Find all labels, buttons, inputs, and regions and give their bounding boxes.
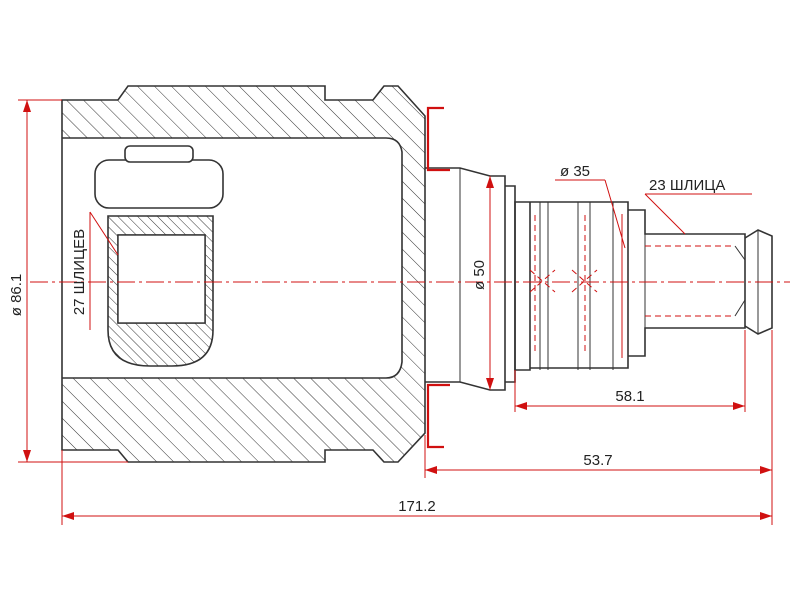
dim-shaft-label: ø 50 <box>471 260 488 290</box>
groove-cross-1a <box>529 269 556 293</box>
arrow-st-right <box>760 466 772 474</box>
seal-bottom <box>426 383 450 449</box>
splines-outer-label: 23 ШЛИЦА <box>649 177 725 194</box>
dim-outer-diameter: ø 86.1 <box>8 99 128 463</box>
roller-top <box>94 159 224 209</box>
stub-chamfer <box>734 245 746 317</box>
seal-top <box>426 106 450 172</box>
dim-shaft-length: 58.1 <box>514 330 746 412</box>
dim-stub-length: 53.7 <box>424 330 773 525</box>
dim-total-length: 171.2 <box>61 450 772 525</box>
dim-outer-splines: 23 ШЛИЦА <box>644 177 752 235</box>
shaft <box>514 201 773 371</box>
groove-cross-2b <box>571 269 598 293</box>
arrow-down <box>23 450 31 462</box>
dim-shaft-length-label: 58.1 <box>615 388 644 405</box>
flange-section <box>425 106 516 449</box>
dim-neck-label: ø 35 <box>560 163 590 180</box>
roller-cap <box>124 145 194 163</box>
dim-neck-diameter: ø 35 <box>555 163 626 358</box>
tripod-assembly <box>94 145 224 367</box>
arrow-sl-left <box>515 402 527 410</box>
dim-shaft-diameter: ø 50 <box>471 176 494 390</box>
groove-cross-1b <box>529 269 556 293</box>
arrow-tl-right <box>760 512 772 520</box>
arrow-st-left <box>425 466 437 474</box>
arrow-shaft-up <box>486 176 494 188</box>
dim-outer-label: ø 86.1 <box>8 274 25 317</box>
dim-total-length-label: 171.2 <box>398 498 436 515</box>
dim-stub-length-label: 53.7 <box>583 452 612 469</box>
groove-cross-2a <box>571 269 598 293</box>
spider-bore <box>117 234 206 324</box>
splines-inner-label: 27 ШЛИЦЕВ <box>71 229 88 315</box>
dim-inner-splines: 27 ШЛИЦЕВ <box>71 211 119 330</box>
shaft-step <box>505 185 516 383</box>
arrow-sl-right <box>733 402 745 410</box>
stub-body <box>628 209 746 357</box>
arrow-tl-left <box>62 512 74 520</box>
arrow-shaft-down <box>486 378 494 390</box>
flange-outline <box>425 167 506 391</box>
leader-inner-splines-arrow <box>89 211 119 256</box>
shaft-body <box>514 201 629 371</box>
leader-outer-splines-d <box>644 193 686 235</box>
arrow-up <box>23 100 31 112</box>
